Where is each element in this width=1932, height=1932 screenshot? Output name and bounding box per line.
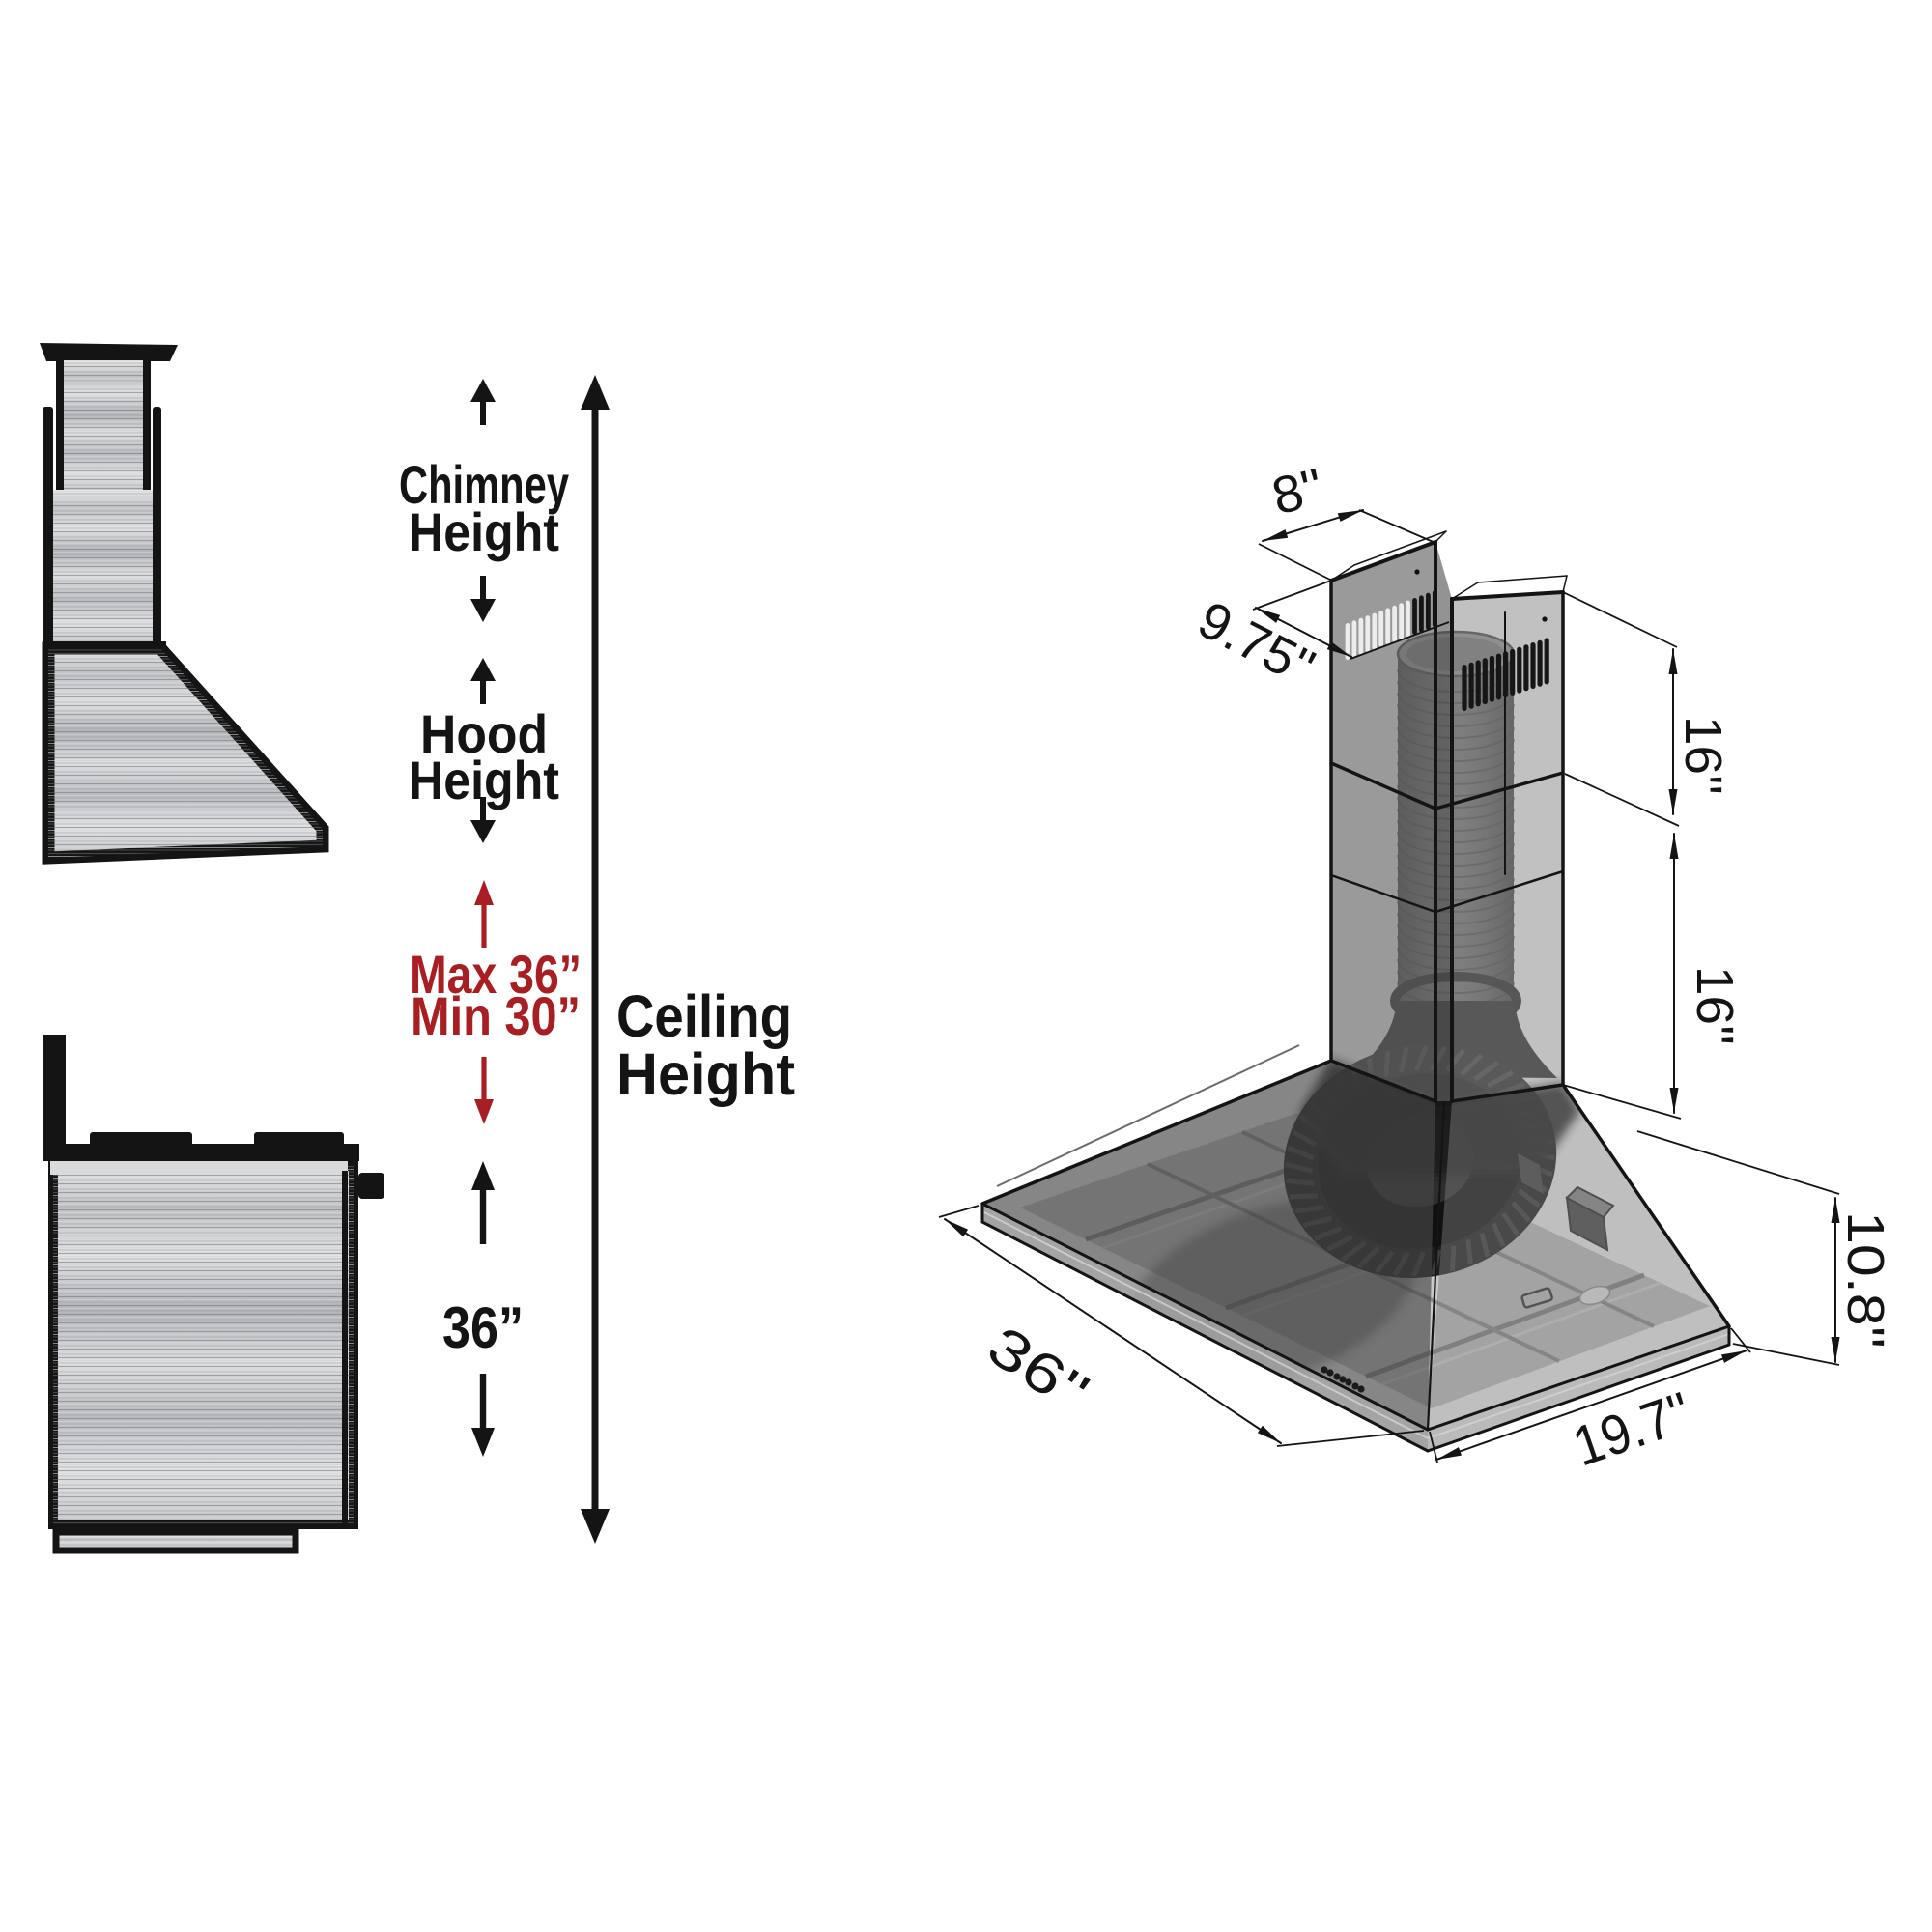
svg-text:Chimney: Chimney [399, 454, 569, 515]
svg-text:16'': 16'' [1686, 966, 1744, 1045]
svg-text:Hood: Hood [420, 703, 548, 764]
svg-text:16'': 16'' [1674, 716, 1732, 795]
svg-text:Max 36”: Max 36” [410, 944, 582, 1005]
svg-text:Ceiling: Ceiling [616, 983, 792, 1049]
svg-text:8'': 8'' [1266, 458, 1329, 526]
svg-text:36”: 36” [442, 1295, 524, 1360]
svg-text:Min 30”: Min 30” [411, 985, 581, 1046]
svg-text:36'': 36'' [977, 1315, 1100, 1425]
svg-text:Height: Height [409, 501, 559, 562]
svg-text:Height: Height [616, 1041, 795, 1107]
svg-text:9.75'': 9.75'' [1189, 590, 1324, 697]
svg-text:10.8'': 10.8'' [1836, 1211, 1894, 1349]
